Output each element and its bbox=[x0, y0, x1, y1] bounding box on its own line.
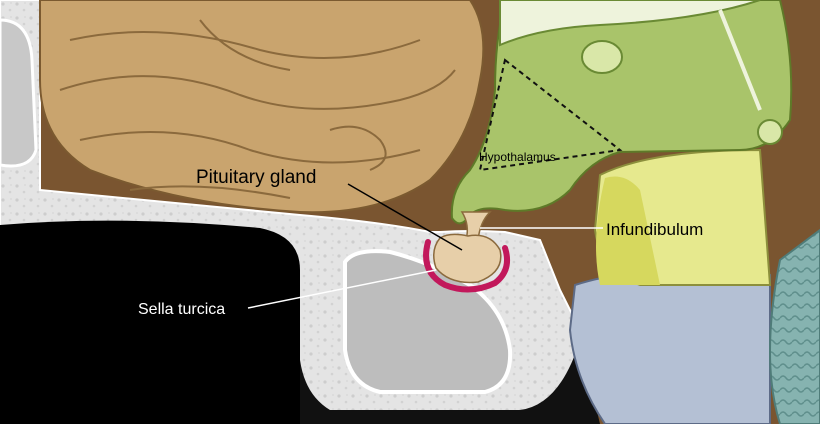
interthalamic-adhesion bbox=[581, 40, 623, 74]
pharynx-region bbox=[300, 300, 600, 424]
label-hypothalamus: Hypothalamus bbox=[479, 150, 556, 164]
cerebellum bbox=[769, 228, 820, 424]
label-sella-turcica: Sella turcica bbox=[138, 301, 225, 318]
cerebral-peduncle bbox=[596, 176, 660, 285]
pineal-body bbox=[757, 119, 783, 145]
hypothalamus-outline bbox=[478, 58, 623, 172]
hypothalamus-region bbox=[450, 0, 793, 225]
pituitary-leader bbox=[347, 183, 463, 251]
nasal-cavity bbox=[0, 220, 300, 424]
frontal-sinus bbox=[0, 18, 38, 168]
pons bbox=[568, 266, 771, 424]
gyri-lines bbox=[59, 19, 456, 199]
fornix bbox=[718, 9, 762, 111]
sella-highlight bbox=[423, 239, 510, 293]
label-pituitary-gland: Pituitary gland bbox=[196, 167, 316, 188]
sphenoid-sinus bbox=[343, 249, 513, 394]
pituitary-gland-shape bbox=[433, 233, 502, 284]
label-infundibulum: Infundibulum bbox=[606, 220, 703, 239]
sella-leader bbox=[247, 269, 437, 309]
corpus-callosum bbox=[499, 0, 761, 47]
